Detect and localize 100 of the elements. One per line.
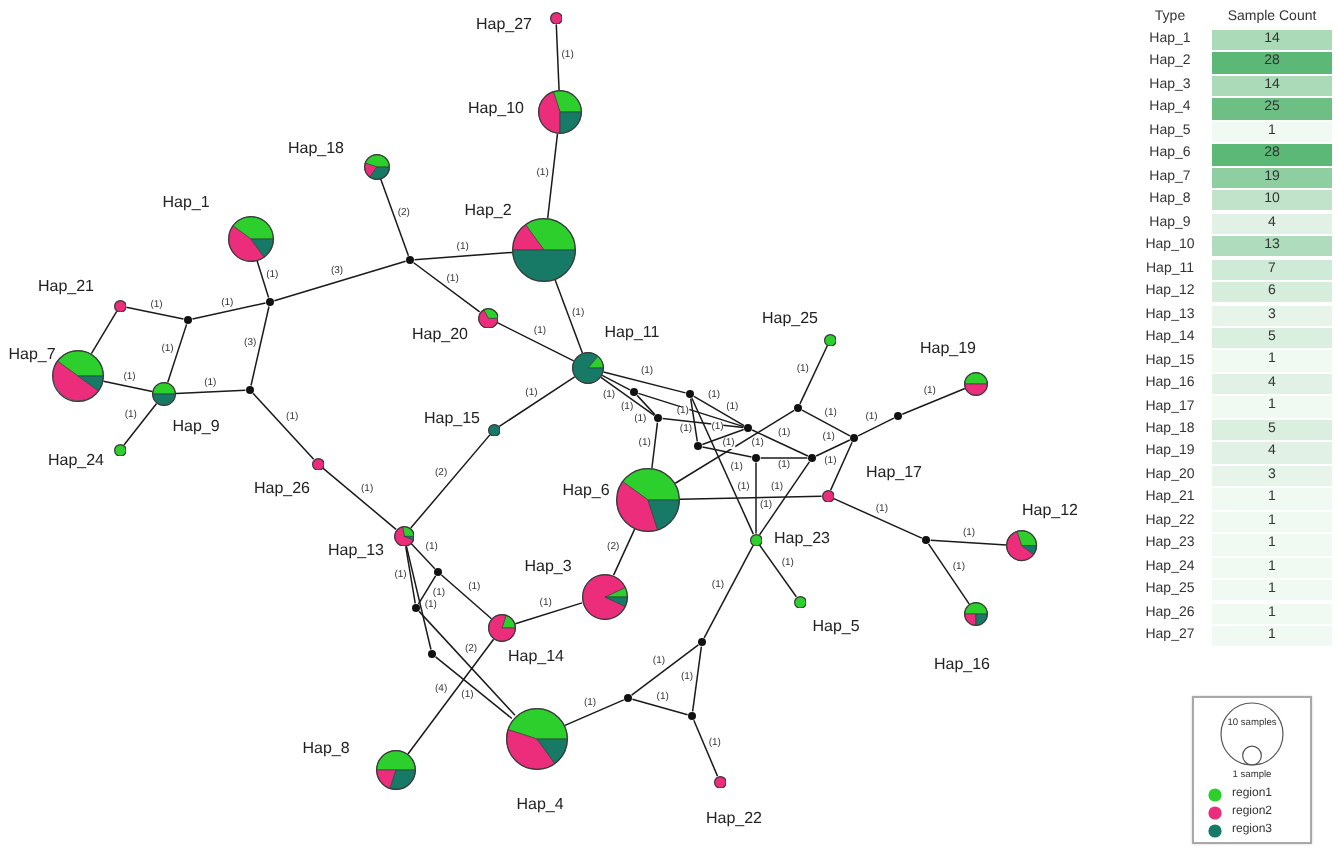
- haplotype-label: Hap_24: [47, 451, 105, 469]
- haplotype-label: Hap_1: [162, 193, 210, 211]
- haplotype-label: Hap_27: [475, 15, 533, 33]
- haplotype-label: Hap_22: [705, 809, 763, 827]
- connector-line: [554, 279, 584, 354]
- connector-line: [636, 394, 656, 416]
- haplotype-pie: [512, 218, 576, 282]
- haplotype-pie: [505, 707, 567, 769]
- haplotype-label: Hap_11: [604, 323, 660, 341]
- connector-line: [691, 397, 755, 535]
- haplotype-pie: [113, 299, 127, 313]
- junction-dot: [427, 649, 437, 659]
- junction-dot: [893, 411, 903, 421]
- junction-dot: [653, 413, 663, 423]
- connector-line: [123, 402, 158, 446]
- haplotype-label: Hap_16: [933, 655, 991, 673]
- haplotype-pie: [549, 11, 563, 25]
- connector-line: [412, 262, 481, 313]
- junction-dot: [411, 603, 421, 613]
- connector-line: [602, 371, 687, 394]
- connector-line: [799, 345, 829, 405]
- connector-line: [833, 497, 923, 539]
- connector-line: [102, 380, 153, 393]
- connector-line: [166, 323, 188, 384]
- connector-line: [679, 495, 823, 501]
- junction-dot: [265, 297, 275, 307]
- connector-line: [410, 542, 436, 570]
- haplotype-pie: [311, 457, 325, 471]
- haplotype-pie: [964, 372, 988, 396]
- haplotype-label: Hap_26: [253, 479, 311, 497]
- haplotype-pie: [487, 423, 501, 437]
- haplotype-label: Hap_23: [773, 529, 831, 547]
- haplotype-pie: [538, 90, 582, 134]
- connector-line: [751, 429, 809, 457]
- connector-line: [498, 376, 576, 428]
- connector-line: [703, 544, 754, 639]
- connector-line: [417, 575, 437, 605]
- connector-line: [563, 699, 625, 727]
- haplotype-pie: [793, 595, 807, 609]
- connector-line: [701, 428, 745, 446]
- connector-line: [407, 638, 495, 755]
- junction-dot: [743, 423, 753, 433]
- connector-line: [759, 457, 809, 459]
- haplotype-pie: [52, 350, 104, 402]
- haplotype-label: Hap_8: [302, 739, 350, 757]
- junction-dot: [849, 433, 859, 443]
- connector-line: [410, 434, 491, 529]
- haplotype-label: Hap_5: [812, 617, 860, 635]
- connector-line: [801, 409, 851, 437]
- junction-dot: [807, 453, 817, 463]
- haplotype-label: Hap_25: [761, 309, 819, 327]
- haplotype-pie: [572, 352, 604, 384]
- connector-line: [440, 574, 493, 620]
- connector-line: [514, 602, 583, 625]
- haplotype-pie: [616, 468, 680, 532]
- haplotype-pie: [713, 775, 727, 789]
- haplotype-label: Hap_10: [467, 99, 525, 117]
- haplotype-label: Hap_7: [8, 345, 56, 363]
- connector-line: [405, 545, 432, 651]
- connector-line: [496, 321, 575, 362]
- haplotype-pie: [393, 525, 415, 547]
- haplotype-pie: [152, 382, 176, 406]
- junction-dot: [183, 315, 193, 325]
- connector-line: [701, 446, 753, 458]
- connector-line: [250, 305, 270, 387]
- haplotype-pie: [749, 533, 763, 547]
- haplotype-label: Hap_14: [507, 647, 565, 665]
- connector-line: [693, 395, 745, 427]
- connector-line: [857, 417, 895, 437]
- haplotype-label: Hap_13: [327, 541, 385, 559]
- haplotype-pie: [363, 153, 389, 179]
- connector-line: [758, 544, 798, 598]
- haplotype-pie: [823, 333, 837, 347]
- connector-line: [689, 397, 699, 443]
- haplotype-pie: [477, 307, 499, 329]
- connector-line: [90, 310, 118, 355]
- junction-dot: [623, 693, 633, 703]
- haplotype-label: Hap_3: [524, 557, 572, 575]
- junction-dot: [697, 637, 707, 647]
- connector-line: [651, 421, 659, 469]
- haplotype-pie: [376, 750, 416, 790]
- connector-line: [555, 23, 560, 91]
- connector-line: [901, 387, 966, 415]
- junction-dot: [751, 453, 761, 463]
- haplotype-pie: [227, 215, 273, 261]
- haplotype-label: Hap_6: [562, 481, 610, 499]
- haplotype-label: Hap_2: [464, 201, 512, 219]
- connector-line: [125, 306, 185, 320]
- connector-line: [601, 374, 631, 391]
- connector-line: [630, 644, 700, 696]
- haplotype-pie: [488, 614, 516, 642]
- junction-dot: [405, 255, 415, 265]
- connector-line: [434, 656, 513, 720]
- haplotype-pie: [113, 443, 127, 457]
- haplotype-label: Hap_12: [1021, 501, 1079, 519]
- connector-line: [929, 539, 1008, 546]
- connector-line: [175, 389, 247, 395]
- connector-line: [322, 467, 397, 531]
- connector-line: [755, 461, 757, 535]
- connector-line: [691, 645, 703, 713]
